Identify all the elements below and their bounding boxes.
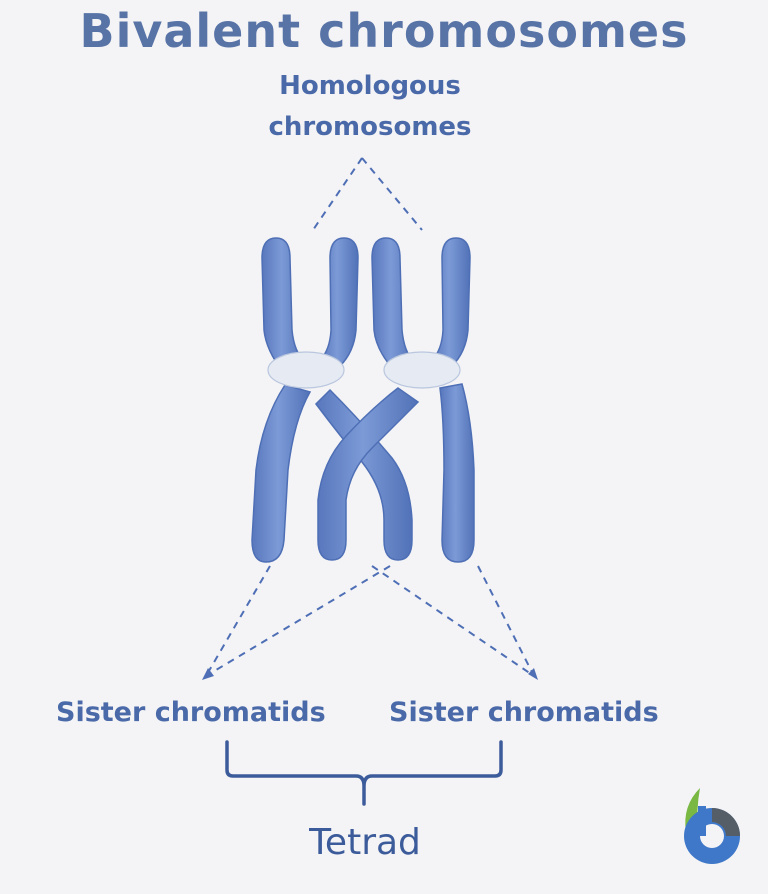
centromere-right bbox=[383, 351, 461, 389]
biology-dictionary-logo-icon bbox=[684, 788, 740, 864]
homologous-pointer-right bbox=[361, 157, 423, 231]
chromatid-4-bottom-arm bbox=[439, 383, 475, 563]
sister-pointer-arrowheads bbox=[202, 668, 538, 680]
chromatid-1-bottom-arm bbox=[251, 384, 312, 563]
homologous-label-line1: Homologous bbox=[279, 71, 461, 101]
chromatid-1-top-arm bbox=[261, 237, 307, 373]
sister-right-pointer-1 bbox=[371, 565, 535, 677]
sister-left-pointer-2 bbox=[205, 565, 391, 677]
logo-stem bbox=[698, 806, 706, 836]
sister-chromatids-right-label: Sister chromatids bbox=[389, 697, 659, 728]
chromosome-right bbox=[317, 237, 475, 563]
sister-pointer-lines bbox=[205, 565, 535, 677]
sister-right-arrowhead bbox=[528, 668, 538, 680]
chromatid-4-top-arm bbox=[430, 237, 471, 367]
sister-left-pointer-1 bbox=[205, 565, 271, 677]
chromatid-3-top-arm bbox=[371, 237, 416, 371]
chromosome-left bbox=[251, 237, 413, 563]
chromatid-3-bottom-arm bbox=[317, 387, 420, 561]
chromatid-2-bottom-arm bbox=[315, 388, 413, 561]
tetrad-bracket bbox=[225, 740, 503, 806]
diagram-title: Bivalent chromosomes bbox=[79, 4, 689, 58]
homologous-chromosomes-label: Homologous chromosomes bbox=[0, 66, 740, 148]
sister-right-pointer-2 bbox=[477, 565, 535, 677]
sister-chromatids-left-label: Sister chromatids bbox=[56, 697, 326, 728]
centromere-left bbox=[267, 351, 345, 389]
tetrad-label: Tetrad bbox=[309, 822, 421, 863]
homologous-label-line2: chromosomes bbox=[268, 112, 472, 142]
sister-left-arrowhead bbox=[202, 668, 214, 680]
homologous-pointer-lines bbox=[312, 157, 423, 231]
chromatid-2-top-arm bbox=[318, 237, 359, 367]
logo-ring-shade bbox=[712, 808, 740, 836]
homologous-pointer-left bbox=[312, 157, 363, 231]
